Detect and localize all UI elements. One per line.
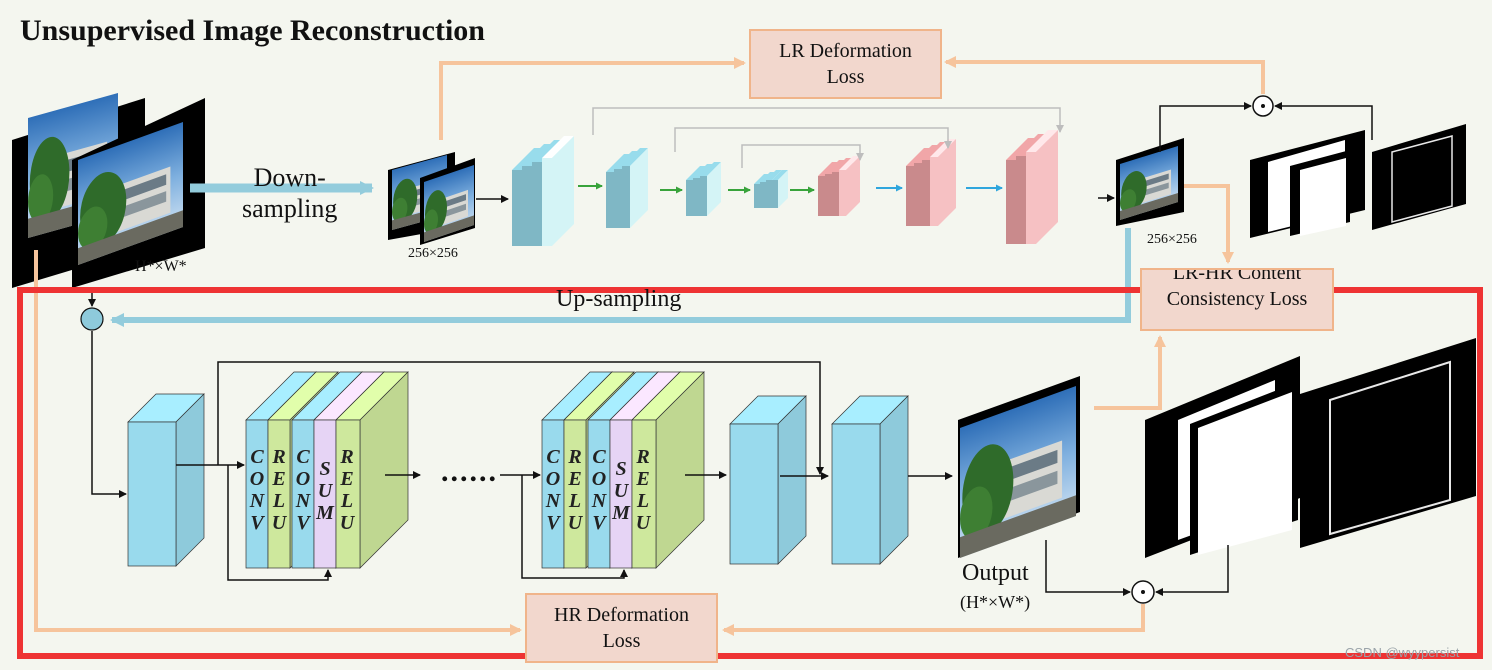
input-to-hr-loss xyxy=(34,250,522,636)
hr-deformation-loss-box: HR Deformation Loss xyxy=(525,593,718,663)
hr-head-conv-block xyxy=(127,393,205,567)
lr-deformation-loss-label: LR Deformation Loss xyxy=(779,40,912,88)
lr-multiply-to-lr-loss xyxy=(944,56,1265,94)
hr-conv-block-1 xyxy=(729,395,807,565)
highlight-frame xyxy=(17,287,1483,659)
unet-layer xyxy=(700,162,721,216)
res-block-1-relu-layer xyxy=(335,371,409,569)
hr-connections xyxy=(91,331,953,581)
unet-layer xyxy=(622,148,648,228)
lr-input-to-lr-loss xyxy=(439,57,746,140)
mask-to-hr-multiply xyxy=(1155,545,1229,596)
hr-multiply-to-hr-loss xyxy=(722,604,1145,636)
diagram-title: Unsupervised Image Reconstruction xyxy=(20,14,485,47)
lr-input-size-label: 256×256 xyxy=(408,246,458,261)
hr-mask-images xyxy=(1145,338,1476,558)
output-label: Output xyxy=(962,560,1029,586)
unet-layer xyxy=(772,170,788,208)
lr-output-size-label: 256×256 xyxy=(1147,232,1197,247)
hr-output-to-multiply xyxy=(1045,540,1131,596)
input-image-stack xyxy=(12,93,205,288)
output-size-label: (H*×W*) xyxy=(960,592,1031,612)
hr-deformation-loss-label: HR Deformation Loss xyxy=(554,604,689,652)
res-block-1-conv-letters: C O N V xyxy=(249,446,265,534)
res-block-2-sum-letters: S U M xyxy=(612,458,630,524)
hr-output-image xyxy=(958,376,1080,558)
lr-unet xyxy=(512,130,1058,246)
lr-output-to-multiply xyxy=(1159,102,1252,152)
unet-layer xyxy=(839,156,860,216)
hr-input-size-label: H*×W* xyxy=(135,258,187,275)
res-block-1-sum-letters: S U M xyxy=(316,458,334,524)
lr-output-to-content-loss xyxy=(1184,184,1234,264)
res-block-2-relu-layer xyxy=(631,371,705,569)
res-block-2-conv-letters: C O N V xyxy=(591,446,607,534)
hr-conv-block-2 xyxy=(831,395,909,565)
hr-network xyxy=(127,371,909,569)
hr-output-to-content-loss xyxy=(1094,335,1166,410)
add-node xyxy=(80,307,104,331)
lr-input-image xyxy=(388,152,475,245)
watermark: CSDN @wyypersist xyxy=(1345,645,1460,660)
lr-hr-content-loss-box: LR-HR Content Consistency Loss xyxy=(1140,268,1334,331)
unet-layer xyxy=(1026,130,1058,244)
downsampling-label: Down- sampling xyxy=(242,163,338,223)
res-block-2-relu-letters: R E L U xyxy=(567,446,583,534)
upsampling-label: Up-sampling xyxy=(556,286,682,312)
lr-mask-images xyxy=(1250,124,1466,238)
ellipsis: ...... xyxy=(441,455,498,488)
skip-connections xyxy=(592,107,1064,168)
mask-to-lr-multiply xyxy=(1274,102,1373,140)
lr-hr-content-loss-label: LR-HR Content Consistency Loss xyxy=(1166,268,1308,310)
upsampling-arrow xyxy=(110,228,1131,327)
res-block-1-relu-letters: R E L U xyxy=(339,446,355,534)
lr-deformation-loss-box: LR Deformation Loss xyxy=(749,29,942,99)
unet-layer xyxy=(542,136,574,246)
res-block-1-conv-letters: C O N V xyxy=(295,446,311,534)
lr-output-image xyxy=(1116,138,1184,226)
res-block-2-conv-letters: C O N V xyxy=(545,446,561,534)
res-block-2-relu-letters: R E L U xyxy=(635,446,651,534)
res-block-1-relu-letters: R E L U xyxy=(271,446,287,534)
